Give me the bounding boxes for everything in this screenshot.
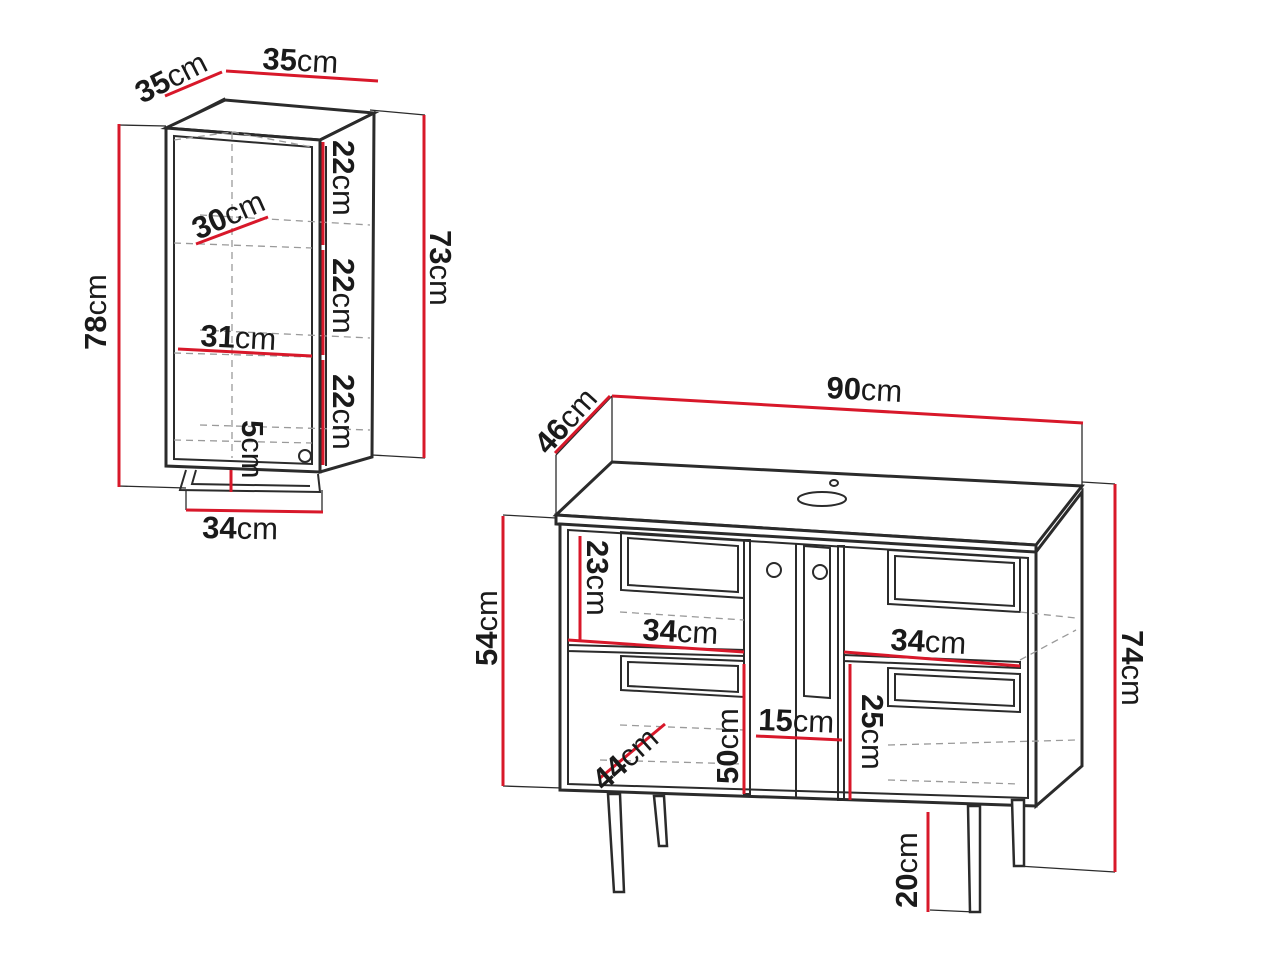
label-wall-shelf-gap-1: 22cm bbox=[326, 140, 361, 216]
vanity-cabinet bbox=[502, 395, 1116, 914]
label-vanity-leg-height: 20cm bbox=[889, 832, 924, 908]
label-vanity-depth: 46cm bbox=[527, 381, 604, 461]
label-vanity-center-width: 15cm bbox=[758, 702, 835, 740]
towel-rail bbox=[178, 469, 322, 494]
door-handle bbox=[803, 544, 831, 700]
leg-front-right bbox=[966, 804, 982, 914]
label-wall-towel-width: 34cm bbox=[202, 510, 278, 546]
tap-hole bbox=[797, 491, 847, 507]
wall-cabinet-front bbox=[164, 126, 322, 474]
vanity-side bbox=[1034, 487, 1084, 810]
label-wall-shelf-gap-2: 22cm bbox=[326, 258, 361, 334]
leg-back-left bbox=[652, 794, 669, 848]
vanity-dimension-lines bbox=[501, 394, 1117, 912]
label-vanity-height-total: 74cm bbox=[1115, 630, 1150, 706]
label-vanity-left-top-gap: 23cm bbox=[580, 540, 615, 616]
label-vanity-right-shelf-width: 34cm bbox=[890, 622, 968, 661]
wall-cabinet bbox=[117, 97, 426, 512]
label-vanity-right-lower-height: 25cm bbox=[855, 694, 890, 770]
label-wall-depth: 35cm bbox=[129, 45, 212, 111]
leg-back-right bbox=[1010, 798, 1026, 868]
label-wall-height-total: 78cm bbox=[78, 274, 113, 350]
label-vanity-width: 90cm bbox=[826, 370, 904, 409]
label-wall-height-body: 73cm bbox=[423, 230, 458, 306]
label-vanity-left-lower-height: 50cm bbox=[710, 708, 745, 784]
label-vanity-height-body: 54cm bbox=[469, 590, 504, 666]
leg-front-left bbox=[606, 792, 626, 894]
wall-cabinet-dimension-lines bbox=[117, 69, 426, 514]
label-wall-shelf-width: 31cm bbox=[200, 318, 278, 357]
label-wall-width: 35cm bbox=[262, 41, 340, 80]
label-vanity-left-shelf-width: 34cm bbox=[642, 612, 720, 651]
label-wall-towel-drop: 5cm bbox=[235, 420, 270, 479]
label-wall-shelf-gap-3: 22cm bbox=[326, 374, 361, 450]
